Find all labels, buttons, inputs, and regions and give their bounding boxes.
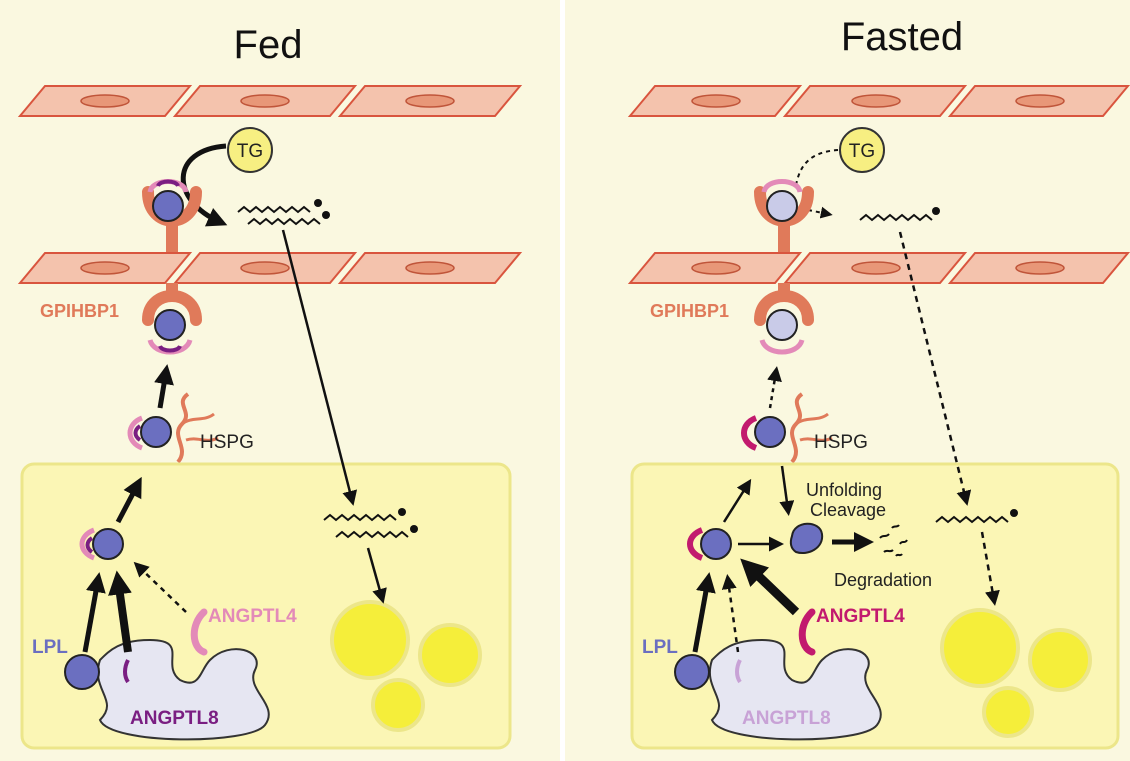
fasted-hydrolysis-dashed: [795, 149, 839, 186]
fasted-abluminal-lpl-gpihbp1: [754, 283, 814, 355]
fasted-endothelium-bottom: [627, 252, 1130, 284]
fed-angptl4-label: ANGPTL4: [208, 606, 297, 627]
fasted-lpl: [674, 654, 710, 690]
fed-angptl4-shape: [190, 608, 208, 656]
fasted-fatty-acid-lumen: [859, 207, 940, 221]
fed-panel: Fed TG: [0, 0, 560, 761]
svg-text:TG: TG: [849, 141, 875, 162]
fasted-angptl8-label: ANGPTL8: [742, 708, 831, 729]
fasted-fatty-acid-adipocyte: [935, 509, 1018, 523]
fed-arrow-hspg-to-gpihbp1: [154, 364, 174, 409]
fed-arrow-angptl4-dashed: [133, 561, 187, 613]
fasted-title: Fasted: [841, 15, 963, 59]
fasted-lipid-droplets: [940, 608, 1092, 738]
fed-endoplasmic-reticulum: [97, 638, 270, 741]
fasted-arrow-fa-to-droplet: [980, 531, 1000, 606]
fed-gpihbp1-label: GPIHBP1: [40, 301, 119, 321]
fasted-arrow-lpl-to-hspg: [722, 478, 752, 523]
fed-endothelium-top: [17, 85, 523, 117]
fasted-degradation-label: Degradation: [834, 570, 932, 590]
fasted-unfolded-lpl: [789, 522, 824, 554]
fasted-arrow-hspg-to-gpihbp1: [767, 366, 782, 409]
fed-abluminal-lpl-gpihbp1: [142, 283, 202, 355]
fasted-arrow-angptl4-strong: [740, 558, 800, 616]
fasted-gpihbp1-label: GPIHBP1: [650, 301, 729, 321]
fed-hspg: HSPG: [127, 392, 254, 464]
fasted-tg: TG: [839, 127, 885, 173]
svg-text:HSPG: HSPG: [200, 432, 254, 453]
svg-text:HSPG: HSPG: [814, 432, 868, 453]
fed-arrow-lpl-up: [82, 572, 106, 653]
fasted-angptl8-shape: [735, 659, 742, 684]
fed-arrow-lpl-to-hspg: [115, 476, 142, 524]
fasted-angptl4-shape: [798, 608, 816, 656]
fed-endothelium-bottom: [17, 252, 523, 284]
fed-angptl8-shape: [123, 659, 130, 684]
fasted-cleavage-label: Cleavage: [810, 500, 886, 520]
fed-lpl-label: LPL: [32, 637, 68, 658]
fasted-degradation-fragments: [879, 524, 908, 557]
fasted-arrow-hspg-down: [779, 465, 795, 516]
fed-fatty-acids-adipocyte: [323, 508, 418, 538]
fasted-cytosolic-lpl: [687, 527, 732, 561]
fasted-unfolding-label: Unfolding: [806, 480, 882, 500]
fed-arrow-angptl8-up: [108, 570, 132, 653]
fed-luminal-lpl-gpihbp1: [142, 179, 202, 252]
fasted-lpl-label: LPL: [642, 637, 678, 658]
svg-text:TG: TG: [237, 141, 263, 162]
fasted-hspg: HSPG: [741, 392, 868, 464]
fasted-angptl4-label: ANGPTL4: [816, 606, 905, 627]
fasted-luminal-lpl-gpihbp1: [754, 179, 814, 252]
fed-lipid-droplets: [330, 600, 482, 732]
fed-fatty-acids-lumen: [237, 199, 330, 225]
fed-lpl: [64, 654, 100, 690]
fed-hydrolysis-arrow: [180, 143, 228, 227]
fed-tg: TG: [227, 127, 273, 173]
fasted-fa-uptake-arrow: [898, 231, 972, 506]
fed-cytosolic-lpl: [79, 527, 124, 561]
fed-fa-uptake-arrow: [281, 229, 358, 506]
fasted-endothelium-top: [627, 85, 1130, 117]
fed-title: Fed: [234, 23, 303, 67]
fed-arrow-fa-to-droplet: [366, 547, 387, 604]
fed-angptl8-label: ANGPTL8: [130, 708, 219, 729]
fasted-arrow-angptl8-dashed: [721, 574, 740, 653]
fasted-arrow-lpl-up: [692, 572, 716, 653]
fasted-endoplasmic-reticulum: [709, 638, 882, 741]
fasted-panel: Fasted TG: [565, 0, 1130, 761]
fasted-arrow-to-fa: [807, 206, 833, 219]
